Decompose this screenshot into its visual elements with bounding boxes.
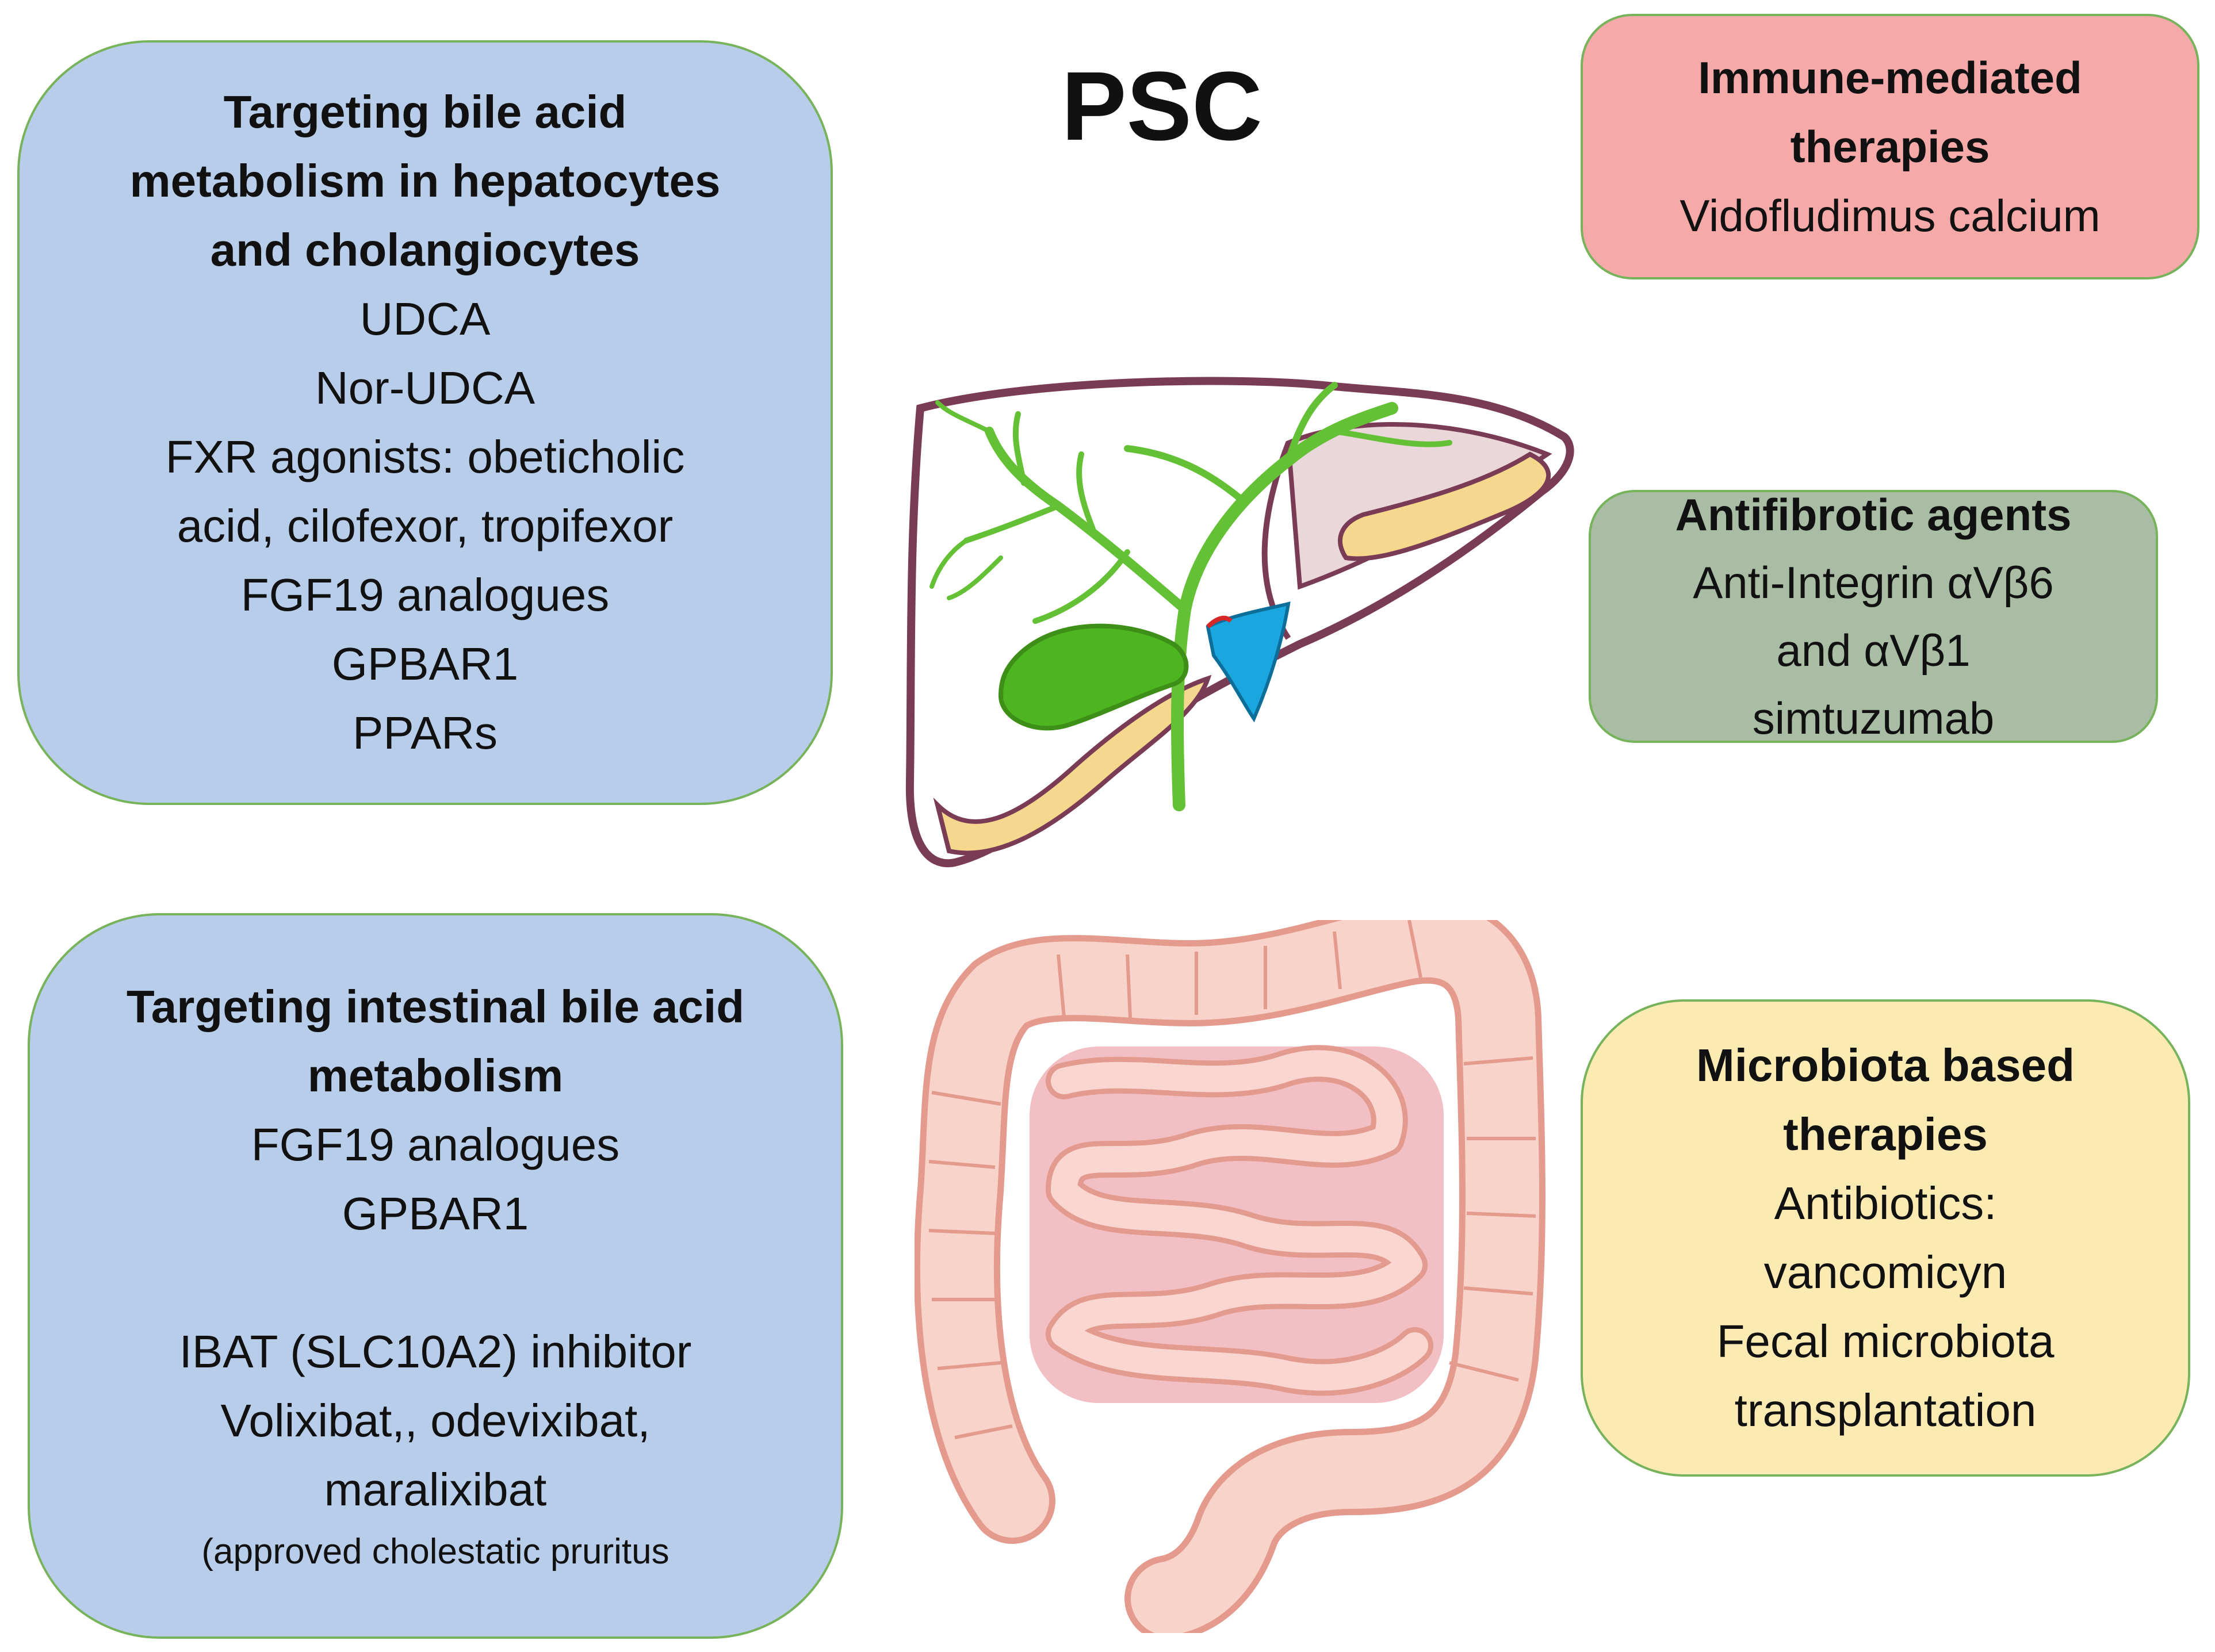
box-title-line: therapies: [1790, 121, 1990, 172]
therapy-item: Fecal microbiota: [1716, 1316, 2055, 1367]
therapy-item: and αVβ1: [1776, 625, 1971, 676]
intestine-icon: [915, 920, 1545, 1633]
microbiota-therapies-box: Microbiota based therapies Antibiotics: …: [1581, 999, 2190, 1477]
therapy-item: maralixibat: [324, 1464, 547, 1515]
box-title-line: Microbiota based: [1696, 1040, 2075, 1091]
box-title-line: metabolism: [307, 1050, 564, 1101]
liver-icon: [905, 377, 1574, 868]
antifibrotic-agents-box: Antifibrotic agents Anti-Integrin αVβ6 a…: [1589, 489, 2158, 743]
box-title-line: Immune-mediated: [1698, 52, 2082, 103]
therapy-item: PPARs: [353, 707, 498, 758]
box-title-line: Targeting intestinal bile acid: [126, 981, 745, 1032]
box-title-line: metabolism in hepatocytes: [129, 155, 721, 206]
therapy-item: FXR agonists: obeticholic: [165, 431, 685, 482]
therapy-item: FGF19 analogues: [251, 1119, 620, 1170]
intestinal-bile-acid-box: Targeting intestinal bile acid metabolis…: [28, 913, 843, 1639]
therapy-item: IBAT (SLC10A2) inhibitor: [179, 1326, 692, 1377]
therapy-item: acid, cilofexor, tropifexor: [177, 500, 674, 551]
therapy-item: Nor-UDCA: [315, 362, 535, 413]
therapy-item: GPBAR1: [331, 638, 519, 689]
therapy-item: Vidofludimus calcium: [1680, 190, 2101, 241]
box-title-line: therapies: [1783, 1109, 1988, 1160]
box-title-line: and cholangiocytes: [210, 224, 640, 275]
therapy-item: UDCA: [359, 293, 491, 344]
therapy-item: simtuzumab: [1752, 693, 1995, 743]
therapy-item: Antibiotics:: [1774, 1178, 1997, 1229]
therapy-item: transplantation: [1734, 1385, 2037, 1436]
therapy-item: vancomicyn: [1763, 1247, 2007, 1298]
therapy-item: GPBAR1: [342, 1188, 529, 1239]
approval-note: (approved cholestatic pruritus: [201, 1532, 670, 1571]
diagram-title: PSC: [1061, 52, 1263, 161]
therapy-item: Volixibat,, odevixibat,: [220, 1395, 651, 1446]
box-title-line: Targeting bile acid: [223, 86, 627, 137]
immune-therapies-box: Immune-mediated therapies Vidofludimus c…: [1581, 14, 2199, 279]
bile-acid-metabolism-box: Targeting bile acid metabolism in hepato…: [17, 40, 833, 805]
box-title-line: Antifibrotic agents: [1675, 489, 2072, 540]
therapy-item: Anti-Integrin αVβ6: [1693, 557, 2054, 608]
therapy-item: FGF19 analogues: [240, 569, 610, 620]
